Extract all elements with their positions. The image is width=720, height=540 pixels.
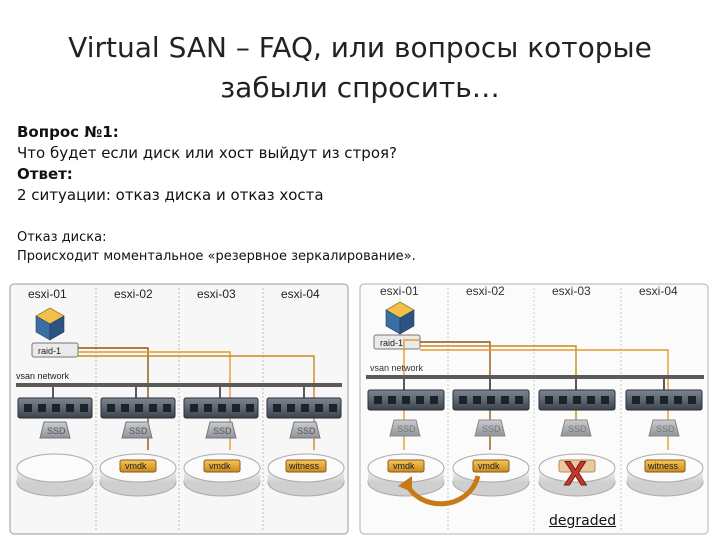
left-ssd-1: SSD bbox=[39, 421, 71, 439]
qa-block: Вопрос №1: Что будет если диск или хост … bbox=[17, 122, 707, 206]
svg-text:SSD: SSD bbox=[482, 424, 501, 434]
right-raid-label: raid-1 bbox=[380, 338, 403, 348]
left-network-label: vsan network bbox=[16, 371, 70, 381]
svg-text:SSD: SSD bbox=[213, 426, 232, 436]
svg-text:SSD: SSD bbox=[47, 426, 66, 436]
right-panel: esxi-01 esxi-02 esxi-03 esxi-04 raid-1 v… bbox=[359, 283, 709, 535]
left-ssd-3: SSD bbox=[205, 421, 237, 439]
left-ssds: SSD SSD SSD SSD bbox=[39, 421, 321, 439]
slide-title-line-2: забыли спросить… bbox=[220, 71, 500, 104]
disk-failure-heading: Отказ диска: bbox=[17, 230, 107, 245]
right-disk-3-failed bbox=[538, 453, 616, 497]
disk-failure-text: Происходит моментальное «резервное зерка… bbox=[17, 249, 416, 264]
right-network-drops bbox=[403, 379, 665, 390]
svg-text:SSD: SSD bbox=[397, 424, 416, 434]
answer-text: 2 ситуации: отказ диска и отказ хоста bbox=[17, 186, 324, 204]
left-disk-4: witness bbox=[267, 453, 345, 497]
right-host-dividers bbox=[447, 288, 622, 530]
left-network-bar bbox=[16, 383, 342, 387]
right-disk-2: vmdk bbox=[452, 453, 530, 497]
right-ssd-3: SSD bbox=[560, 419, 592, 437]
left-server-3 bbox=[183, 397, 259, 419]
right-disk-label-2: vmdk bbox=[478, 461, 500, 471]
left-servers bbox=[17, 397, 342, 419]
svg-text:SSD: SSD bbox=[129, 426, 148, 436]
left-host-label-4: esxi-04 bbox=[281, 287, 320, 301]
left-disk-label-4: witness bbox=[288, 461, 320, 471]
left-server-2 bbox=[100, 397, 176, 419]
right-ssd-4: SSD bbox=[648, 419, 680, 437]
right-host-label-3: esxi-03 bbox=[552, 284, 591, 298]
svg-text:SSD: SSD bbox=[297, 426, 316, 436]
left-ssd-2: SSD bbox=[121, 421, 153, 439]
right-ssd-2: SSD bbox=[474, 419, 506, 437]
right-server-1 bbox=[367, 389, 445, 411]
right-vm-icon bbox=[385, 301, 415, 335]
svg-text:SSD: SSD bbox=[568, 424, 587, 434]
vsan-diagram: esxi-01 esxi-02 esxi-03 esxi-04 raid-1 v… bbox=[9, 283, 709, 535]
left-vm-icon bbox=[35, 307, 65, 341]
right-disk-label-1: vmdk bbox=[393, 461, 415, 471]
right-host-label-4: esxi-04 bbox=[639, 284, 678, 298]
left-disk-2: vmdk bbox=[99, 453, 177, 497]
left-host-label-3: esxi-03 bbox=[197, 287, 236, 301]
right-server-2 bbox=[452, 389, 530, 411]
left-ssd-4: SSD bbox=[289, 421, 321, 439]
slide-title-line-1: Virtual SAN – FAQ, или вопросы которые bbox=[68, 31, 652, 64]
disk-failure-block: Отказ диска: Происходит моментальное «ре… bbox=[17, 228, 707, 266]
right-server-3 bbox=[538, 389, 616, 411]
right-host-label-2: esxi-02 bbox=[466, 284, 505, 298]
left-disk-label-3: vmdk bbox=[209, 461, 231, 471]
left-raid-box bbox=[31, 342, 79, 358]
left-panel: esxi-01 esxi-02 esxi-03 esxi-04 raid-1 v… bbox=[9, 283, 349, 535]
left-network-drops bbox=[52, 387, 305, 398]
left-raid-label: raid-1 bbox=[38, 346, 61, 356]
left-host-label-1: esxi-01 bbox=[28, 287, 67, 301]
left-disk-1 bbox=[16, 453, 94, 497]
left-disks: vmdk vmdk witness bbox=[16, 453, 345, 497]
svg-text:SSD: SSD bbox=[656, 424, 675, 434]
failure-x-icon: X bbox=[564, 455, 587, 493]
right-host-label-1: esxi-01 bbox=[380, 284, 419, 298]
question-text: Что будет если диск или хост выйдут из с… bbox=[17, 144, 397, 162]
right-ssd-1: SSD bbox=[389, 419, 421, 437]
right-disk-label-4: witness bbox=[647, 461, 679, 471]
left-host-label-2: esxi-02 bbox=[114, 287, 153, 301]
resync-arrow-icon bbox=[398, 475, 481, 507]
right-disk-4: witness bbox=[626, 453, 704, 497]
left-server-4 bbox=[266, 397, 342, 419]
right-server-4 bbox=[625, 389, 703, 411]
right-ssds: SSD SSD SSD SSD bbox=[389, 419, 680, 437]
right-network-label: vsan network bbox=[370, 363, 424, 373]
slide-title: Virtual SAN – FAQ, или вопросы которые з… bbox=[30, 28, 690, 108]
right-disk-1: vmdk bbox=[367, 453, 445, 497]
right-network-bar bbox=[366, 375, 704, 379]
question-label: Вопрос №1: bbox=[17, 123, 119, 141]
answer-label: Ответ: bbox=[17, 165, 73, 183]
left-server-1 bbox=[17, 397, 93, 419]
left-host-dividers bbox=[95, 288, 264, 530]
left-disk-label-2: vmdk bbox=[125, 461, 147, 471]
right-servers bbox=[367, 389, 703, 411]
left-disk-3: vmdk bbox=[183, 453, 261, 497]
degraded-status-label: degraded bbox=[549, 513, 617, 529]
